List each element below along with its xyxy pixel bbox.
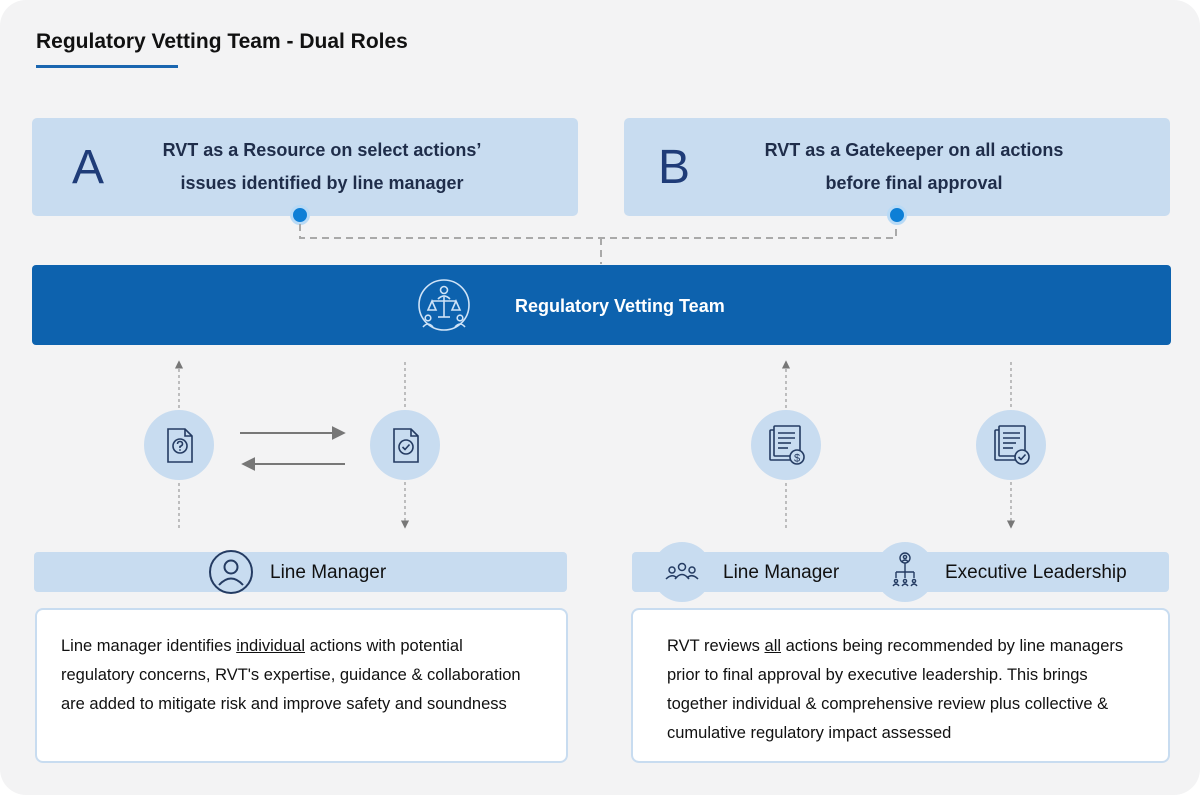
top-dashed-connector [299, 224, 897, 264]
left-description-text: Line manager identifies individual actio… [61, 632, 531, 719]
band-label: Regulatory Vetting Team [515, 296, 725, 316]
right-description-pre: RVT reviews [667, 637, 765, 655]
group-icon [652, 542, 712, 602]
role-b-box: B RVT as a Gatekeeper on all actions bef… [624, 118, 1170, 216]
role-b-line-1: RVT as a Gatekeeper on all actions [764, 140, 1064, 160]
checked-document-icon [370, 410, 440, 480]
left-line-manager-bar [34, 552, 567, 592]
page-title: Regulatory Vetting Team - Dual Roles [36, 30, 408, 53]
role-b-letter: B [658, 141, 691, 194]
right-bar-label-line-manager: Line Manager [723, 562, 840, 583]
org-chart-icon [875, 542, 935, 602]
question-document-icon [144, 410, 214, 480]
role-a-connector-dot [290, 205, 310, 225]
financial-document-icon: $ [751, 410, 821, 480]
right-description-post: actions being recommended by line manage… [667, 637, 1124, 742]
role-a-line-2: issues identified by line manager [180, 173, 464, 193]
scales-of-justice-team-icon [418, 279, 470, 331]
title-underline [36, 65, 178, 68]
approved-document-icon [976, 410, 1046, 480]
left-description-emphasis: individual [236, 637, 305, 655]
left-bar-label: Line Manager [270, 562, 387, 583]
left-description-pre: Line manager identifies [61, 637, 237, 655]
role-a-text: RVT as a Resource on select actions’ iss… [122, 134, 522, 200]
left-description-post: actions with potential regulatory concer… [61, 637, 521, 713]
role-b-line-2: before final approval [825, 173, 1003, 193]
regulatory-vetting-team-band [32, 265, 1171, 345]
role-a-letter: A [72, 141, 105, 194]
role-b-connector-dot [887, 205, 907, 225]
role-b-text: RVT as a Gatekeeper on all actions befor… [704, 134, 1124, 200]
svg-text:$: $ [794, 453, 800, 465]
right-description-emphasis: all [764, 637, 782, 655]
left-description-box: Line manager identifies individual actio… [35, 608, 568, 763]
right-description-box: RVT reviews all actions being recommende… [631, 608, 1170, 763]
role-a-line-1: RVT as a Resource on select actions’ [162, 140, 482, 160]
role-a-box: A RVT as a Resource on select actions’ i… [32, 118, 578, 216]
right-bar-label-executive-leadership: Executive Leadership [945, 562, 1127, 583]
user-icon [207, 548, 255, 596]
right-description-text: RVT reviews all actions being recommende… [667, 632, 1147, 748]
